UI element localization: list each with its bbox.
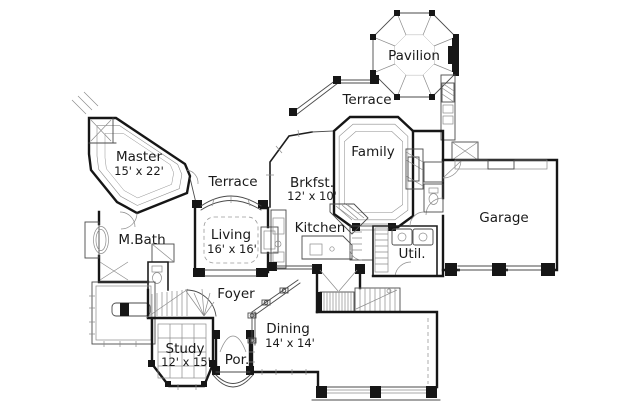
- living-room: [192, 195, 279, 277]
- label-living: Living: [211, 227, 251, 243]
- kitchen-counter-left: [270, 209, 287, 269]
- pavilion-grill-chimney: [448, 38, 459, 72]
- curved-steps: [212, 371, 254, 388]
- label-family: Family: [351, 144, 394, 160]
- label-dining: Dining: [266, 321, 310, 337]
- label-study: Study: [166, 341, 205, 357]
- toilet: [152, 272, 162, 284]
- bench: [111, 302, 151, 317]
- breakfast-nook: [266, 129, 335, 208]
- dim-master: 15' x 22': [114, 164, 164, 178]
- room-labels: Pavilion Terrace Terrace Master 15' x 22…: [114, 48, 529, 369]
- dryer: [412, 228, 434, 246]
- label-kitchen: Kitchen: [295, 220, 346, 236]
- label-terrace-upper: Terrace: [341, 92, 391, 108]
- master-bath: [84, 210, 175, 293]
- master-suite: [87, 116, 199, 215]
- label-porch: Por.: [225, 352, 250, 368]
- family-room: [332, 115, 424, 231]
- back-stairs: [318, 287, 401, 313]
- living-ceiling: [203, 216, 259, 264]
- dim-study: 12' x 15': [161, 355, 211, 369]
- terrace-parapet: [71, 75, 479, 161]
- label-pavilion: Pavilion: [388, 48, 440, 64]
- fireplace: [260, 226, 279, 254]
- family-fireplace: [405, 148, 424, 190]
- label-garage: Garage: [479, 210, 528, 226]
- garage: [441, 158, 559, 276]
- label-terrace-left: Terrace: [207, 174, 257, 190]
- entry-steps: [71, 91, 99, 115]
- colonnade: [251, 279, 301, 346]
- rear-hall: [371, 129, 445, 278]
- washer: [391, 228, 413, 246]
- study: [148, 316, 216, 390]
- arched-doorway: [219, 335, 247, 353]
- powder-room: [423, 183, 444, 213]
- foyer-stair: [145, 288, 217, 320]
- gallery-opening: [268, 262, 365, 314]
- label-brkfst: Brkfst.: [290, 175, 334, 191]
- kitchen: [270, 203, 369, 269]
- entry-doors: [319, 269, 358, 292]
- label-master: Master: [116, 149, 163, 165]
- label-mbath: M.Bath: [118, 232, 165, 248]
- dining-room: [247, 279, 441, 401]
- front-porch: [212, 330, 254, 388]
- dim-brkfst: 12' x 10': [287, 189, 337, 203]
- pavilion-structure: [370, 10, 459, 100]
- dim-dining: 14' x 14': [265, 336, 315, 350]
- side-veranda: [89, 281, 156, 347]
- kitchen-island: [301, 235, 353, 260]
- toilet: [428, 193, 439, 205]
- label-foyer: Foyer: [217, 286, 255, 302]
- dim-living: 16' x 16': [207, 242, 257, 256]
- toilet-tank: [151, 265, 163, 273]
- label-util: Util.: [399, 246, 426, 262]
- outdoor-kitchen: [440, 74, 456, 141]
